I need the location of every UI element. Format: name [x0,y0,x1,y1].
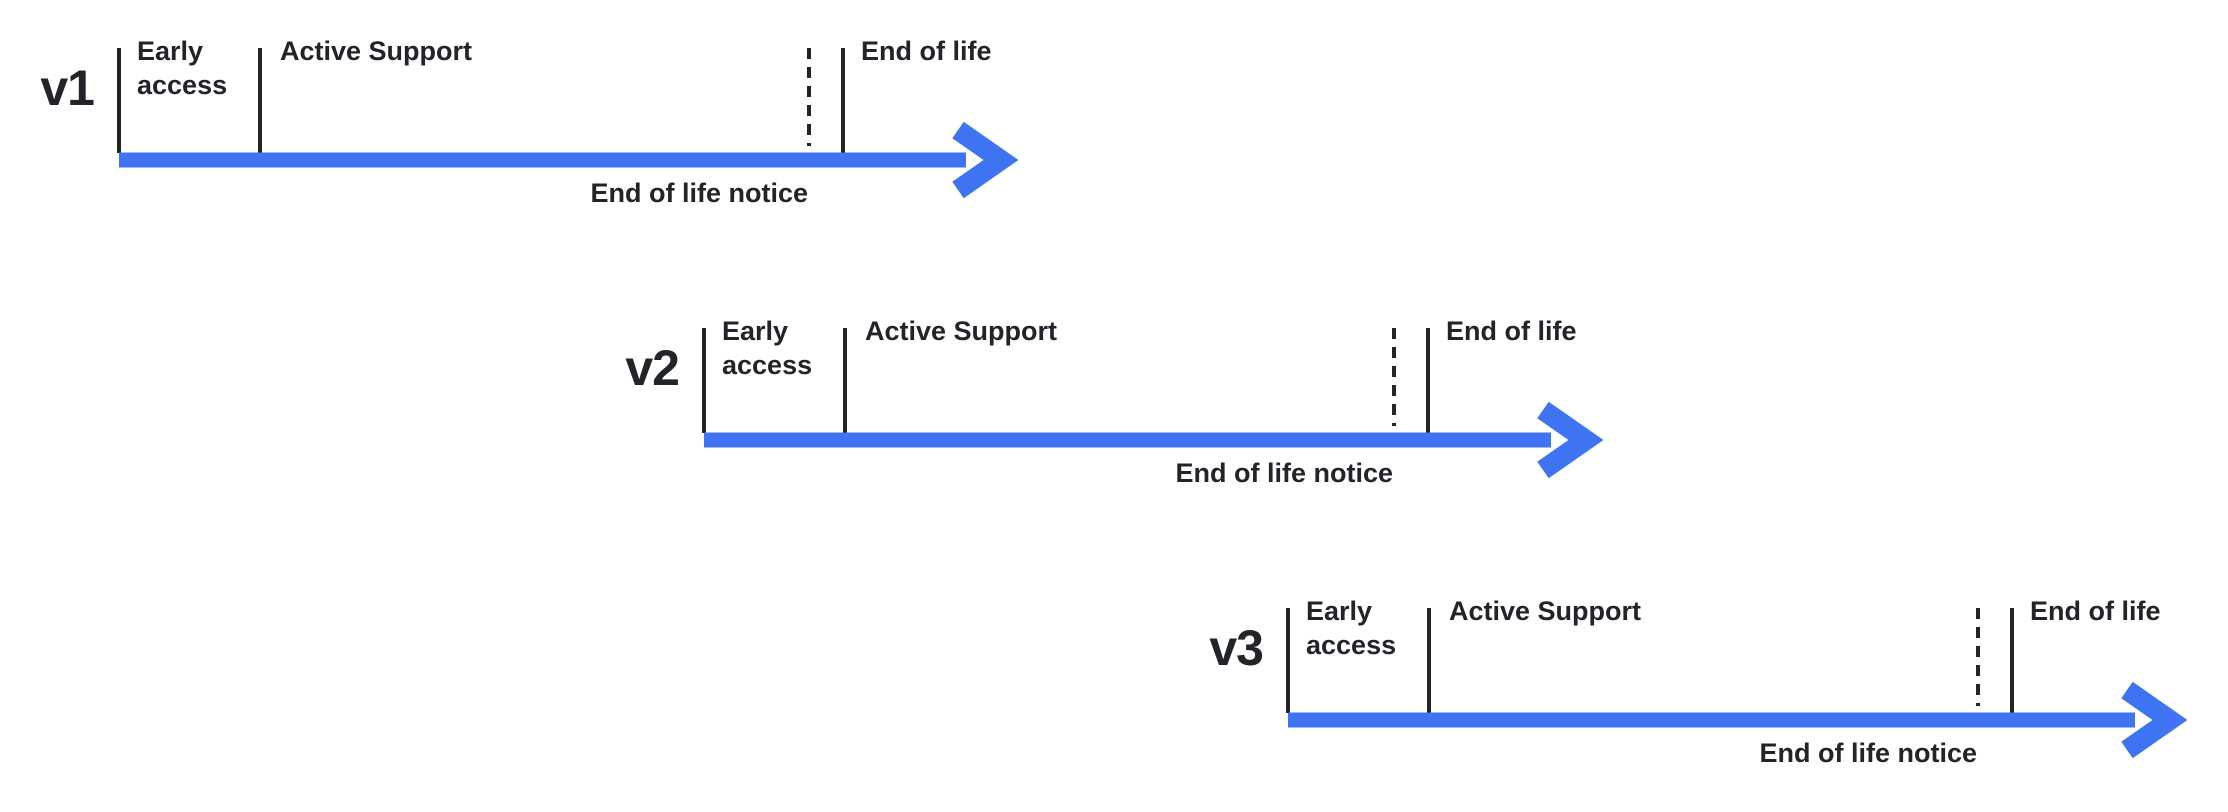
end-of-life-label: End of life [2030,596,2161,626]
timeline-axis [702,328,1604,479]
end-of-life-notice-label: End of life notice [1175,458,1393,488]
early-access-label: Early access [137,36,228,100]
timeline-arrow-head [1537,401,1604,479]
version-label: v2 [625,340,680,396]
end-of-life-notice-label: End of life notice [590,178,808,208]
timeline-row-v3: v3 Early access Active Support End of li… [1169,560,2228,800]
active-support-label: Active Support [1449,596,1642,626]
end-of-life-notice-label: End of life notice [1759,738,1977,768]
early-access-label: Early access [722,316,813,380]
active-support-label: Active Support [280,36,473,66]
early-access-label: Early access [1306,596,1397,660]
timeline-axis [117,48,1019,199]
version-label: v3 [1209,620,1264,676]
timeline-row-v1: v1 Early access Active Support End of li… [0,0,1120,240]
active-support-label: Active Support [865,316,1058,346]
end-of-life-label: End of life [861,36,992,66]
version-label: v1 [40,60,95,116]
timeline-axis [1286,608,2188,759]
timeline-row-v2: v2 Early access Active Support End of li… [585,280,1705,520]
timeline-arrow-head [2121,681,2188,759]
end-of-life-label: End of life [1446,316,1577,346]
timeline-arrow-head [952,121,1019,199]
